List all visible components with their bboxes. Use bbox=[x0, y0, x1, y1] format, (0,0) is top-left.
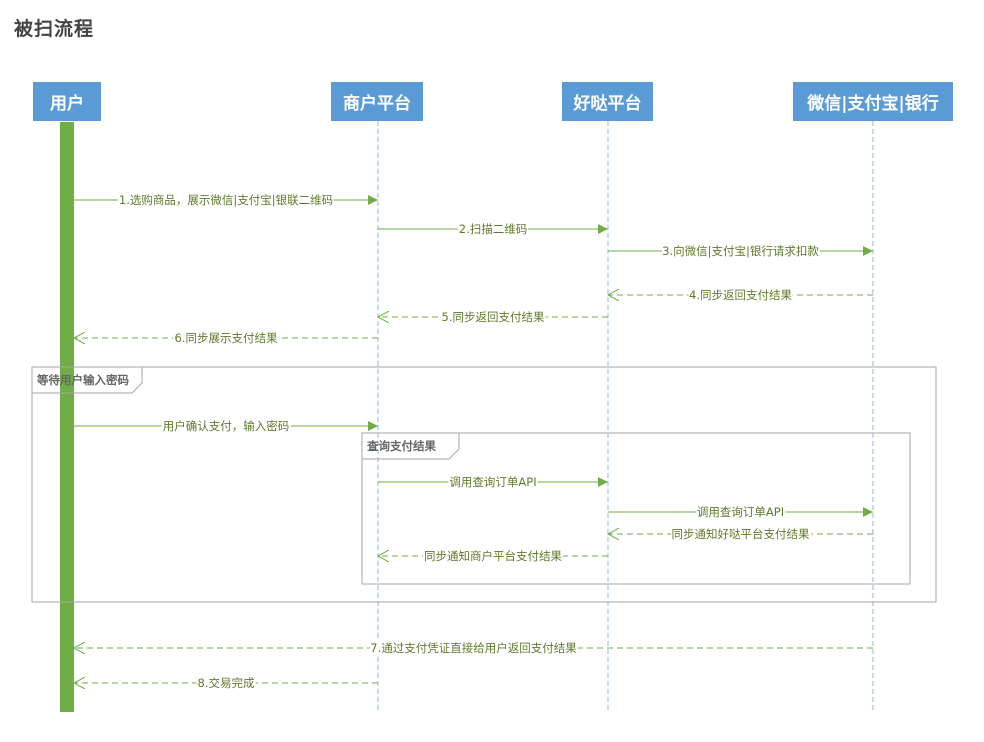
actor-user: 用户 bbox=[33, 82, 101, 121]
message-label-10: 同步通知好哒平台支付结果 bbox=[670, 527, 811, 541]
message-label-7: 用户确认支付，输入密码 bbox=[161, 419, 291, 433]
frame-label-0: 等待用户输入密码 bbox=[37, 373, 129, 387]
actor-payment: 微信|支付宝|银行 bbox=[793, 82, 953, 121]
message-label-6: 6.同步展示支付结果 bbox=[173, 331, 279, 345]
message-label-1: 1.选购商品，展示微信|支付宝|银联二维码 bbox=[117, 193, 335, 207]
message-label-5: 5.同步返回支付结果 bbox=[440, 310, 546, 324]
message-label-12: 7.通过支付凭证直接给用户返回支付结果 bbox=[369, 641, 578, 655]
page-title: 被扫流程 bbox=[14, 18, 95, 40]
frame-box-0 bbox=[31, 366, 937, 603]
activation-bar-user bbox=[60, 122, 74, 712]
actor-haoda: 好哒平台 bbox=[562, 82, 653, 121]
message-label-13: 8.交易完成 bbox=[196, 676, 256, 690]
message-label-4: 4.同步返回支付结果 bbox=[688, 288, 793, 302]
frame-tab-1 bbox=[362, 433, 460, 460]
message-label-11: 同步通知商户平台支付结果 bbox=[423, 549, 563, 563]
frame-box-1 bbox=[361, 432, 911, 585]
message-label-2: 2.扫描二维码 bbox=[457, 222, 529, 236]
message-label-9: 调用查询订单API bbox=[695, 505, 786, 519]
actor-merchant: 商户平台 bbox=[331, 82, 423, 121]
frame-tab-0 bbox=[32, 367, 143, 394]
message-label-8: 调用查询订单API bbox=[448, 475, 538, 489]
message-label-3: 3.向微信|支付宝|银行请求扣款 bbox=[661, 244, 820, 258]
frame-label-1: 查询支付结果 bbox=[367, 439, 436, 453]
